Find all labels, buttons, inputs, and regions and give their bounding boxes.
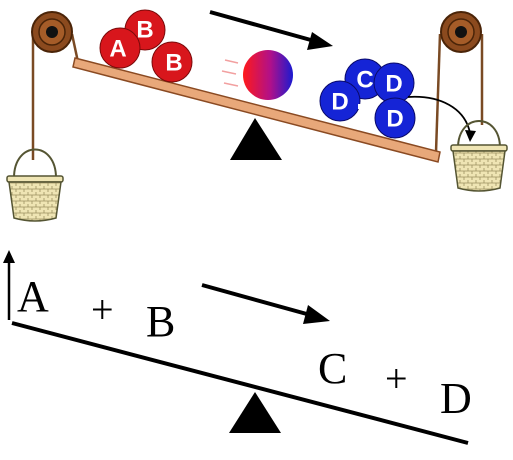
- equation-seesaw-line: [11, 321, 469, 445]
- top-seesaw-diagram: B A B C D: [6, 9, 508, 222]
- product-ball-d-top: D: [373, 62, 415, 104]
- svg-text:B: B: [165, 50, 182, 77]
- term-b: B: [146, 297, 175, 346]
- equation-fulcrum-icon: [229, 392, 281, 433]
- term-a: A: [17, 272, 49, 321]
- plus-sign-right: +: [385, 356, 408, 401]
- left-basket-icon: A: [6, 148, 64, 222]
- reactant-balls: B A B: [99, 9, 193, 83]
- svg-text:D: D: [331, 89, 348, 116]
- reactant-ball-a: A: [99, 27, 141, 69]
- up-arrow-icon: [3, 250, 15, 320]
- ropes: [31, 33, 484, 160]
- reactant-ball-b-right: B: [151, 41, 193, 83]
- transfer-arrow-icon: [407, 95, 476, 142]
- ball-connector: [358, 104, 374, 109]
- product-ball-d-right: D: [374, 97, 416, 139]
- equation-seesaw: A + B C + D: [3, 250, 472, 445]
- equation-arrow-right-icon: [201, 283, 330, 324]
- svg-text:B: B: [136, 17, 153, 44]
- svg-text:D: D: [386, 106, 403, 133]
- product-ball-d-left: D: [319, 80, 361, 122]
- transition-ball: [221, 50, 293, 100]
- term-c: C: [318, 344, 347, 393]
- right-rope-inner: [434, 33, 442, 153]
- seesaw-plank: [72, 57, 441, 163]
- product-balls: C D D D: [319, 58, 416, 139]
- left-rope-inner: [70, 33, 80, 63]
- left-pulley-icon: [31, 11, 73, 53]
- top-fulcrum-icon: [230, 118, 282, 160]
- right-pulley-icon: [440, 11, 482, 53]
- right-basket-icon: [450, 120, 508, 192]
- motion-line: [221, 70, 237, 75]
- svg-text:A: A: [109, 36, 126, 63]
- plus-sign-left: +: [91, 287, 114, 332]
- svg-text:D: D: [385, 71, 402, 98]
- top-arrow-right-icon: [209, 10, 333, 50]
- term-d: D: [440, 374, 472, 423]
- motion-line: [223, 82, 239, 87]
- svg-text:C: C: [356, 67, 373, 94]
- motion-line: [224, 59, 239, 64]
